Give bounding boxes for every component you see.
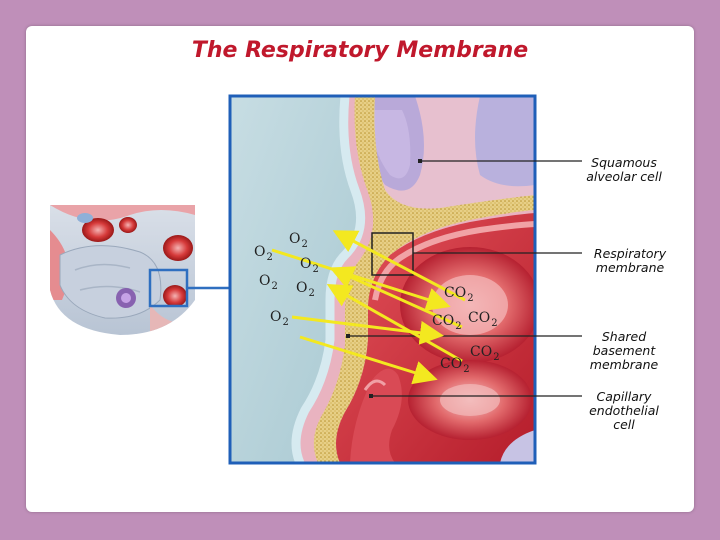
co2-label: CO2: [468, 310, 498, 329]
label-squamous-alveolar-cell: Squamous alveolar cell: [586, 155, 662, 184]
co2-label: CO2: [444, 285, 474, 304]
o2-label: O2: [254, 244, 273, 263]
capillary-leader-dot: [369, 394, 373, 398]
o2-arrow-2: [329, 266, 463, 329]
o2-label: O2: [289, 231, 308, 250]
co2-arrow-1: [291, 315, 444, 345]
o2-label: O2: [300, 256, 319, 275]
co2-arrow-3: [299, 335, 438, 385]
respiratory-membrane-marker-box: [371, 232, 414, 276]
co2-label: CO2: [440, 356, 470, 375]
label-capillary-endothelial-cell: Capillary endothelial cell: [589, 389, 659, 432]
basement-leader-dot: [346, 334, 350, 338]
o2-arrow-3: [326, 284, 463, 363]
label-shared-basement-membrane: Shared basement membrane: [589, 329, 659, 372]
main-illustration-frame: [228, 94, 537, 465]
o2-label: O2: [259, 273, 278, 292]
slide-title: The Respiratory Membrane: [191, 38, 529, 63]
o2-label: O2: [296, 280, 315, 299]
label-respiratory-membrane: Respiratory membrane: [593, 246, 667, 275]
gas-exchange-arrows: [271, 230, 466, 385]
squamous-leader-dot: [418, 159, 422, 163]
co2-label: CO2: [432, 313, 462, 332]
co2-arrow-2: [271, 248, 451, 311]
o2-label: O2: [270, 309, 289, 328]
label-leader-lines: [346, 159, 582, 398]
co2-label: CO2: [470, 344, 500, 363]
